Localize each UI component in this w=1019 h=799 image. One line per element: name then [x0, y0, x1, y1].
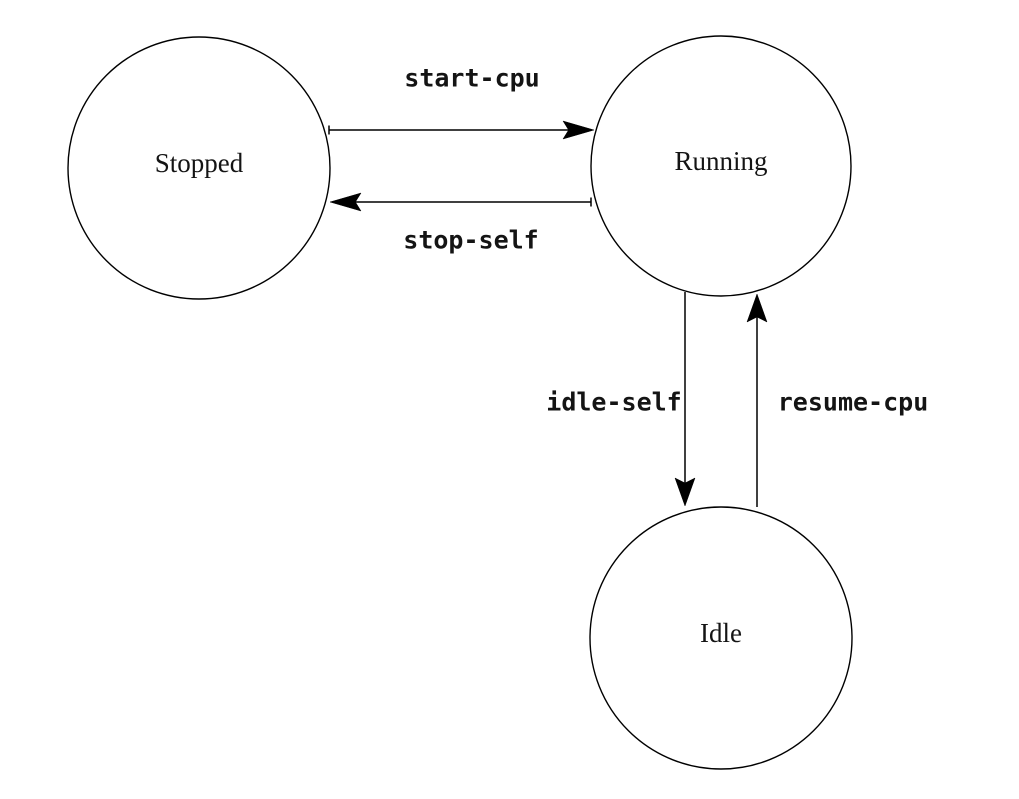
state-node-running	[590, 35, 852, 297]
state-node-label-idle: Idle	[700, 618, 742, 648]
arrowhead-icon-stop-self	[329, 192, 362, 212]
state-node-label-stopped: Stopped	[155, 148, 244, 178]
transition-label-idle-self: idle-self	[546, 388, 681, 417]
transition-label-resume-cpu: resume-cpu	[778, 388, 929, 417]
state-node-stopped	[67, 36, 331, 300]
state-node-idle	[589, 506, 853, 770]
arrowhead-icon-start-cpu	[562, 120, 595, 140]
transition-label-start-cpu: start-cpu	[404, 64, 539, 93]
arrowhead-icon-resume-cpu	[746, 293, 768, 323]
state-node-label-running: Running	[674, 146, 767, 176]
transition-label-stop-self: stop-self	[403, 226, 538, 255]
arrowhead-icon-idle-self	[674, 477, 696, 507]
